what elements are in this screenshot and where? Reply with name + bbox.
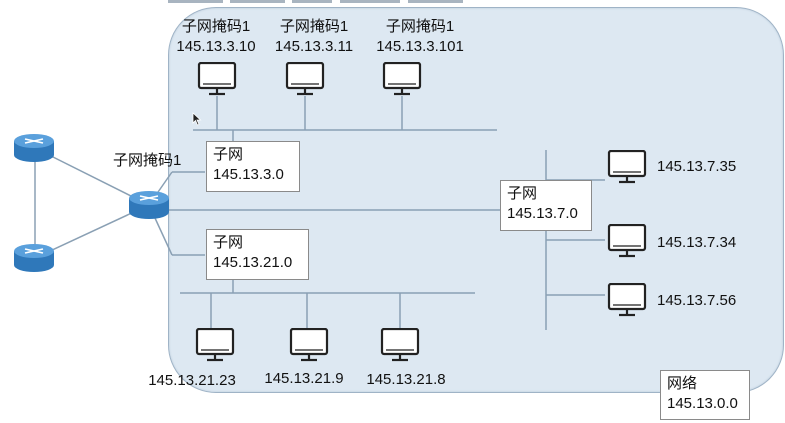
subnet-box: 子网 145.13.7.0 [500, 180, 592, 231]
computer-icon [380, 328, 420, 362]
host-ip-label: 145.13.3.11 [274, 38, 354, 55]
mouse-cursor-icon [192, 112, 202, 126]
host-ip-label: 145.13.21.9 [264, 370, 344, 387]
computer-icon [289, 328, 329, 362]
host-mask-label: 子网掩码1 [181, 18, 251, 35]
top-strip [408, 0, 463, 3]
network-area [168, 7, 784, 393]
computer-icon [285, 62, 325, 96]
router-icon [14, 244, 54, 272]
subnet-box: 子网 145.13.21.0 [206, 229, 309, 280]
subnet-title: 子网 [213, 146, 244, 163]
subnet-title: 子网 [213, 234, 244, 251]
top-strip [292, 0, 332, 3]
host-ip-label: 145.13.7.35 [657, 158, 737, 175]
host-ip-label: 145.13.7.56 [657, 292, 737, 309]
router-icon [129, 191, 169, 219]
computer-icon [607, 283, 647, 317]
host-ip-label: 145.13.21.8 [366, 371, 446, 388]
subnet-address: 145.13.7.0 [507, 205, 578, 222]
top-strip [340, 0, 400, 3]
subnet-address: 145.13.21.0 [213, 254, 293, 271]
host-ip-label: 145.13.3.101 [376, 38, 464, 55]
computer-icon [607, 150, 647, 184]
router-icon [14, 134, 54, 162]
subnet-title: 子网 [507, 185, 538, 202]
network-address: 145.13.0.0 [667, 395, 738, 412]
host-ip-label: 145.13.3.10 [176, 38, 256, 55]
subnet-address: 145.13.3.0 [213, 166, 284, 183]
top-strip [168, 0, 223, 3]
router-mask-label: 子网掩码1 [113, 152, 182, 169]
subnet-box: 子网 145.13.3.0 [206, 141, 300, 192]
computer-icon [197, 62, 237, 96]
network-box: 网络 145.13.0.0 [660, 370, 750, 420]
host-mask-label: 子网掩码1 [279, 18, 349, 35]
computer-icon [382, 62, 422, 96]
host-ip-label: 145.13.21.23 [148, 372, 236, 389]
top-strip [230, 0, 285, 3]
host-ip-label: 145.13.7.34 [657, 234, 737, 251]
network-title: 网络 [667, 375, 698, 392]
computer-icon [195, 328, 235, 362]
host-mask-label: 子网掩码1 [385, 18, 455, 35]
computer-icon [607, 224, 647, 258]
